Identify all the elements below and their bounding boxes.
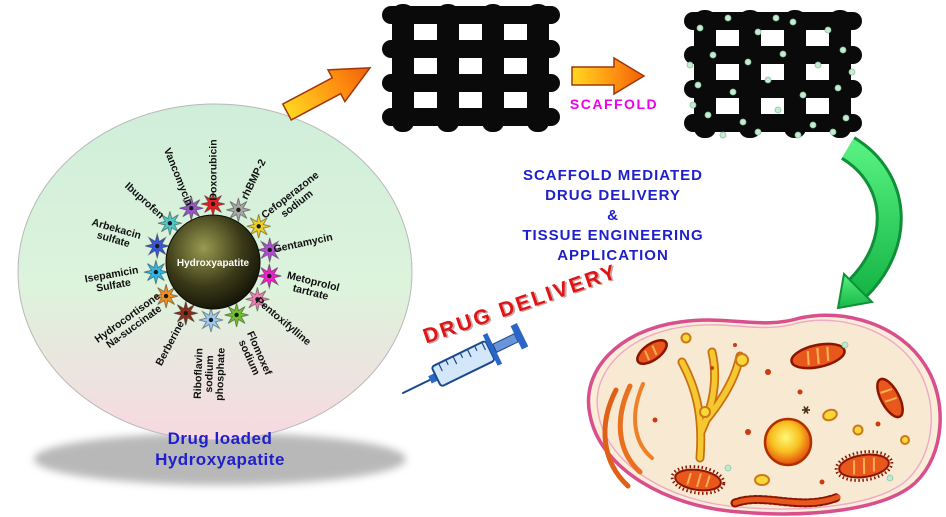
drug-loaded-scaffold-grid: [684, 10, 862, 139]
drug-star-center: [208, 317, 214, 323]
main-caption-line: SCAFFOLD MEDIATED: [522, 167, 704, 184]
drug-label: Riboflavinsodiumphosphate: [192, 347, 228, 401]
drug-particle-dot: [794, 131, 802, 139]
drug-particle-dot: [848, 68, 856, 76]
mitochondrion-icon: [790, 342, 846, 370]
drug-star-center: [236, 207, 241, 213]
ground-shadow: [34, 433, 406, 485]
drug-particle-dot: [772, 14, 780, 22]
drug-star-center: [163, 293, 169, 299]
drug-star-center: [267, 273, 272, 279]
rough-mitochondrion-icon: [670, 465, 726, 495]
drug-particle-dot: [842, 114, 850, 122]
hydroxyapatite-core: [165, 214, 261, 310]
golgi-apparatus-icon: [602, 382, 654, 489]
drug-star-center: [183, 311, 188, 316]
drug-particle-dot: [774, 106, 782, 114]
drug-particle-dot: [764, 76, 772, 84]
caption-line: Drug loaded: [167, 429, 273, 448]
main-caption-line: APPLICATION: [557, 247, 669, 264]
drug-label: Doxorubicin: [208, 139, 220, 200]
centriole-asterisk-icon: [802, 406, 810, 414]
drug-particle-dot: [779, 50, 787, 58]
drug-particle-dot: [824, 26, 832, 34]
endoplasmic-reticulum-icon: [730, 492, 843, 508]
cell-illustration: [586, 313, 942, 516]
drug-star-center: [153, 269, 159, 275]
core-label: Hydroxyapatite: [177, 258, 250, 269]
syringe-icon: [402, 323, 529, 394]
drug-star-center: [234, 312, 239, 318]
main-caption-line: &: [607, 207, 619, 224]
drug-star-center: [210, 201, 216, 207]
drug-particle-dot: [754, 128, 762, 136]
drug-particle-dot: [789, 18, 797, 26]
drug-star-center: [267, 247, 272, 253]
drug-particle-dot: [754, 28, 762, 36]
drug-particle-dot: [829, 128, 837, 136]
mitochondrion-icon: [876, 377, 904, 419]
drug-particle-dot: [799, 91, 807, 99]
drug-particle-dot: [689, 101, 697, 109]
drug-particle-dots: [686, 14, 856, 139]
drug-star-center: [255, 297, 260, 302]
arrow-to-scaffold-icon: [281, 67, 372, 121]
drug-particle-dot: [694, 81, 702, 89]
drug-star-center: [167, 220, 173, 226]
drug-star-center: [256, 224, 261, 229]
drug-particle-dot: [719, 131, 727, 139]
drug-particle-dot: [724, 14, 732, 22]
curved-arrow-icon: [836, 136, 903, 310]
arrow-scaffold-loading-icon: [571, 56, 646, 96]
mitochondrion-icon: [636, 339, 668, 365]
ribosome-dots: [652, 343, 881, 485]
drug-star-center: [189, 206, 194, 211]
scaffold-grid: [382, 4, 560, 132]
main-caption-line: DRUG DELIVERY: [545, 187, 681, 204]
drug-particle-dot: [709, 51, 717, 59]
drug-particle-dot: [839, 46, 847, 54]
scaffold-label: SCAFFOLD: [569, 96, 659, 112]
drug-particle-dots-in-cell: [724, 341, 894, 482]
diagram-caption: Drug loaded Hydroxyapatite: [100, 428, 340, 470]
drug-particle-dot: [834, 84, 842, 92]
drug-particle-dot: [686, 61, 694, 69]
drug-particle-dot: [744, 58, 752, 66]
drug-star-center: [155, 243, 160, 249]
drug-particle-dot: [729, 88, 737, 96]
drug-particle-dot: [814, 61, 822, 69]
nucleus-icon: [763, 417, 813, 467]
caption-line: Hydroxyapatite: [155, 450, 285, 469]
vesicle-icon: [680, 332, 910, 486]
main-caption: SCAFFOLD MEDIATED DRUG DELIVERY & TISSUE…: [468, 166, 758, 266]
drug-particle-dot: [809, 121, 817, 129]
drug-particle-dot: [704, 111, 712, 119]
drug-particle-dot: [696, 24, 704, 32]
drug-particle-dot: [739, 118, 747, 126]
main-caption-line: TISSUE ENGINEERING: [522, 227, 704, 244]
